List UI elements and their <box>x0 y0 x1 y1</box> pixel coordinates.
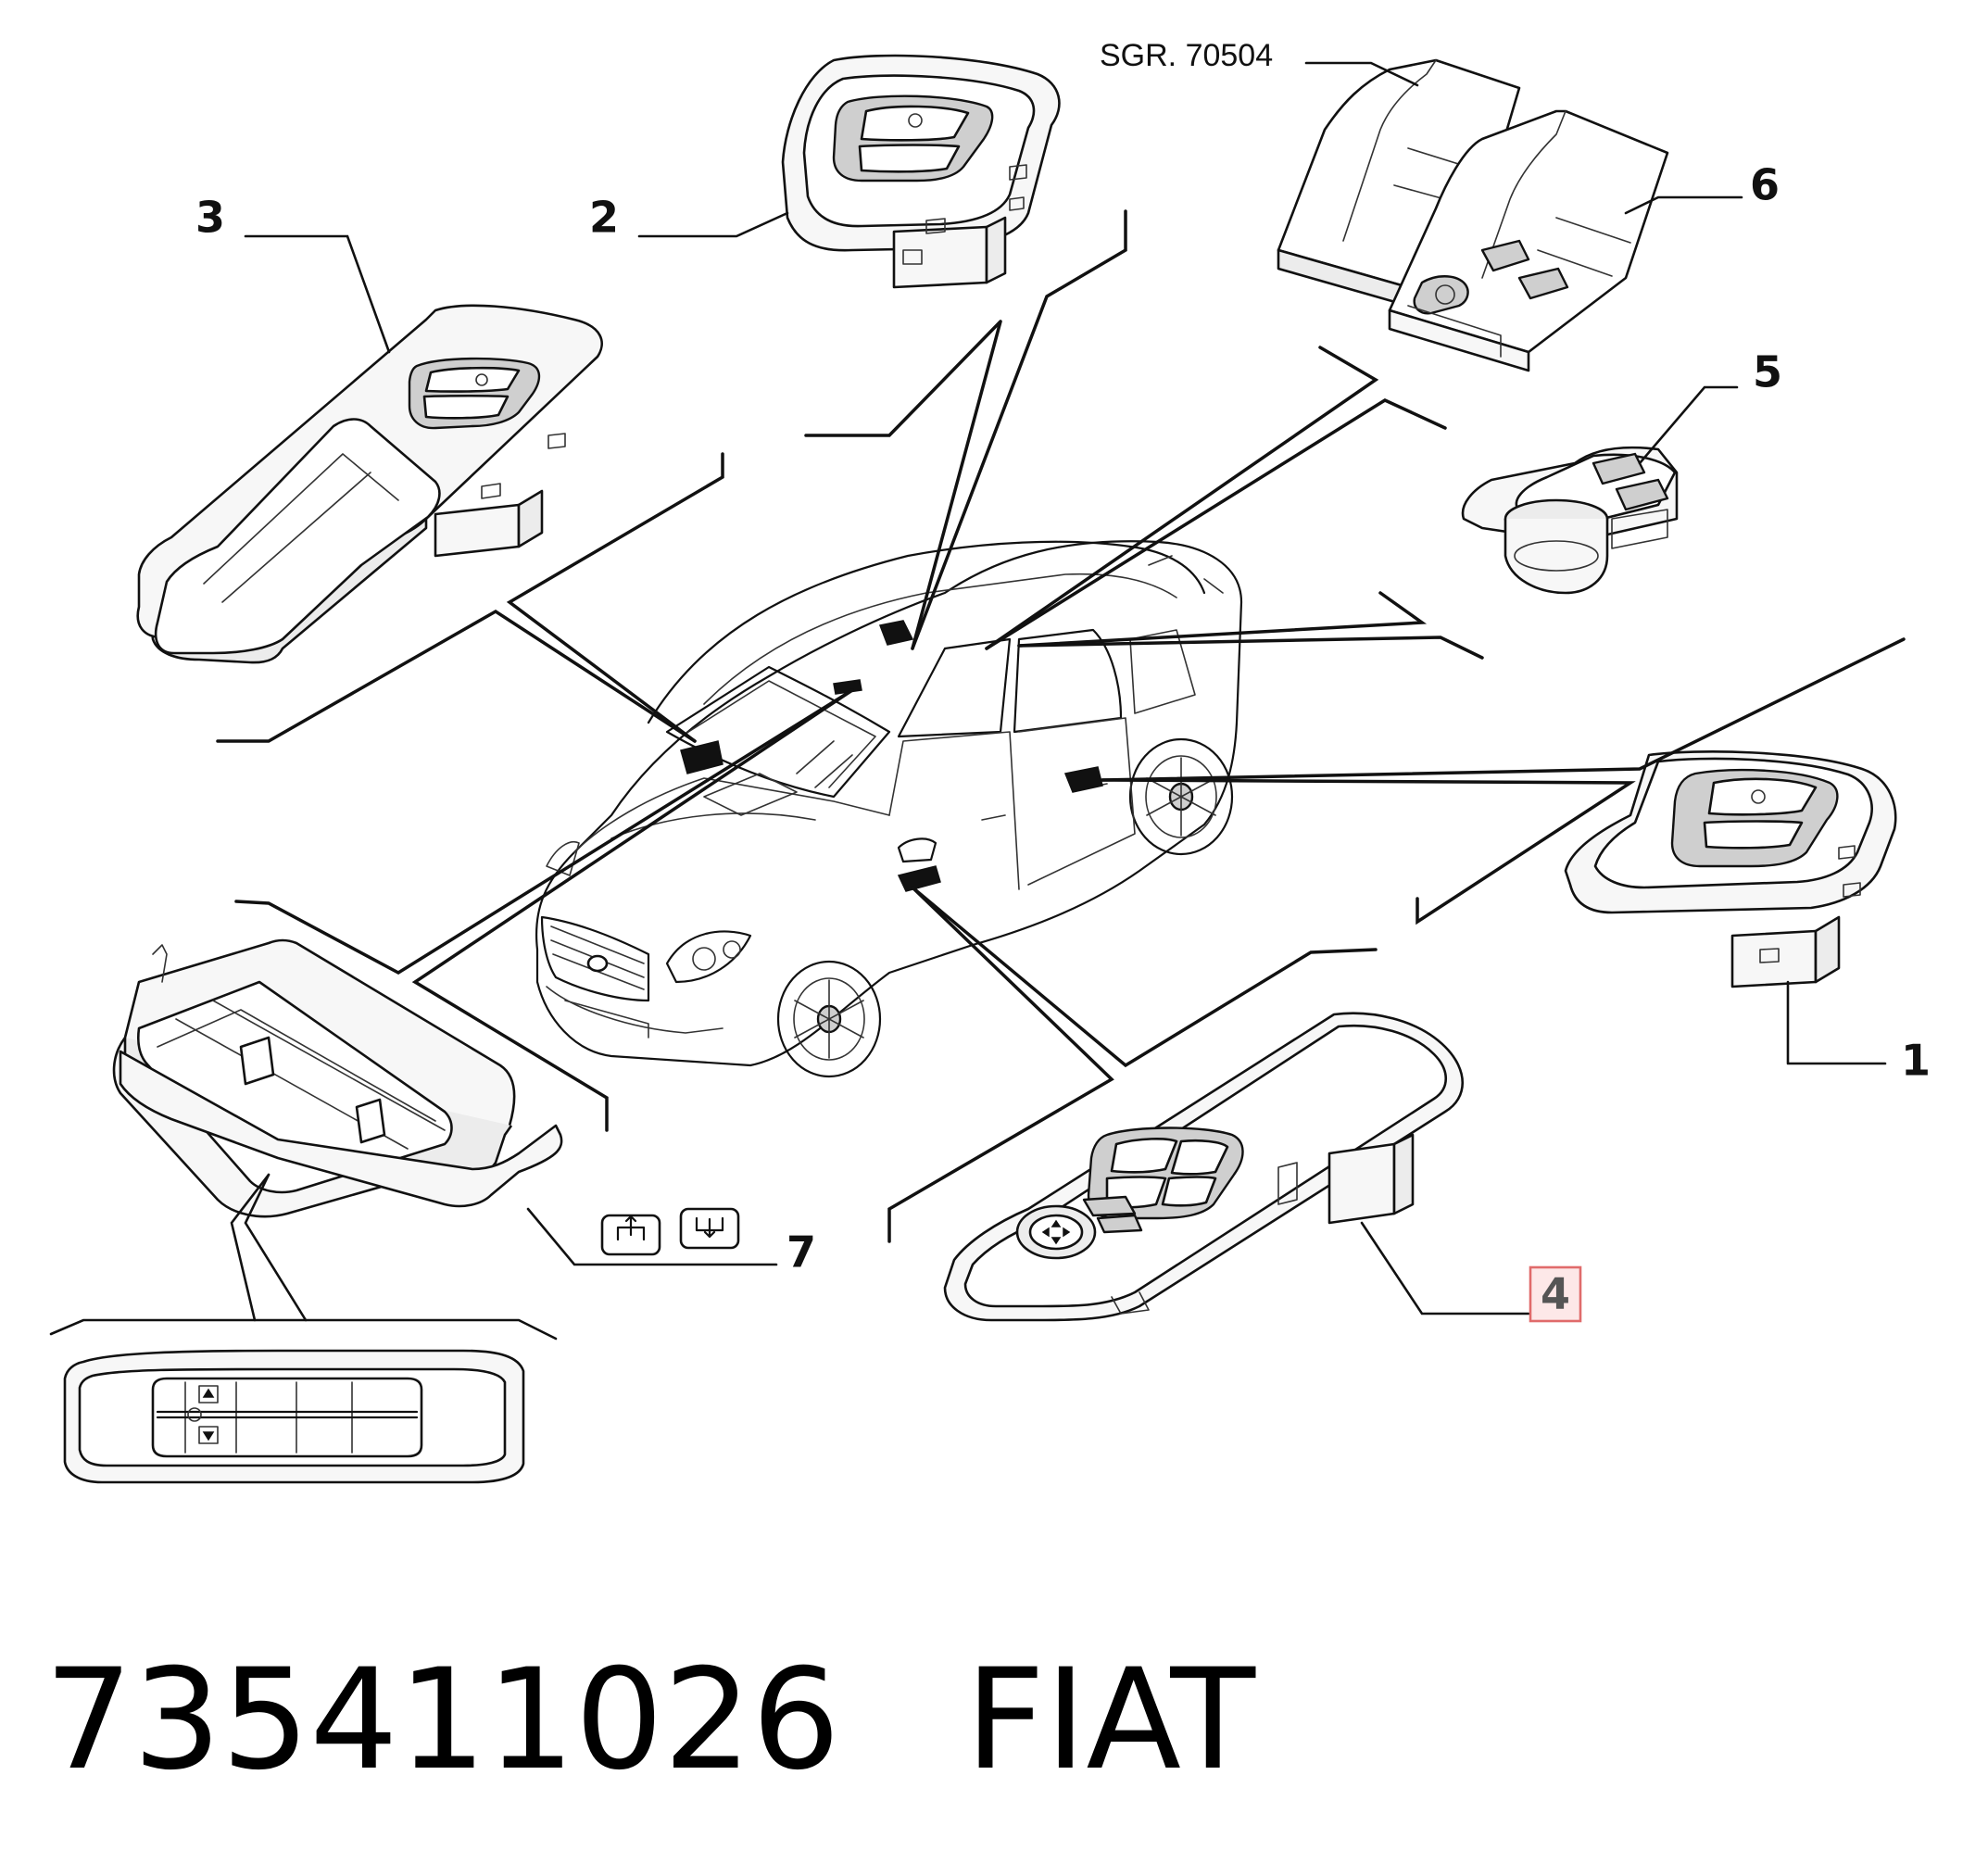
callout-4: 4 <box>1541 1269 1570 1319</box>
brand-name: FIAT <box>964 1640 1256 1801</box>
footer-caption: 735411026 FIAT <box>44 1640 1255 1801</box>
part-number: 735411026 <box>44 1640 840 1801</box>
guide-lines <box>49 209 1906 1341</box>
part-6-seat-control-panel[interactable] <box>1277 58 1669 372</box>
part-4-master-door-switch[interactable] <box>943 1012 1465 1322</box>
callout-3: 3 <box>195 193 225 243</box>
part-2-window-switch[interactable] <box>781 54 1061 289</box>
callout-6: 6 <box>1750 160 1780 210</box>
callout-4-highlight-box <box>1529 1265 1582 1323</box>
light-buttons-icons <box>600 1207 740 1256</box>
part-3-rear-switch-panel[interactable] <box>136 304 603 664</box>
callout-leaders <box>244 61 1887 1315</box>
part-5-seat-control-cupholder[interactable] <box>1461 446 1679 595</box>
reference-label: SGR. 70504 <box>1100 38 1273 73</box>
car-illustration <box>535 540 1243 1078</box>
callout-labels: 1 2 3 4 5 6 7 SGR. 70504 <box>195 38 1931 1323</box>
callout-5: 5 <box>1753 347 1782 397</box>
callout-7: 7 <box>786 1227 816 1278</box>
part-7-courtesy-light[interactable] <box>112 938 563 1218</box>
callout-2: 2 <box>589 193 619 243</box>
courtesy-light-front-view <box>63 1349 525 1484</box>
part-1-door-switch[interactable] <box>1564 750 1897 988</box>
callout-1: 1 <box>1901 1036 1931 1086</box>
